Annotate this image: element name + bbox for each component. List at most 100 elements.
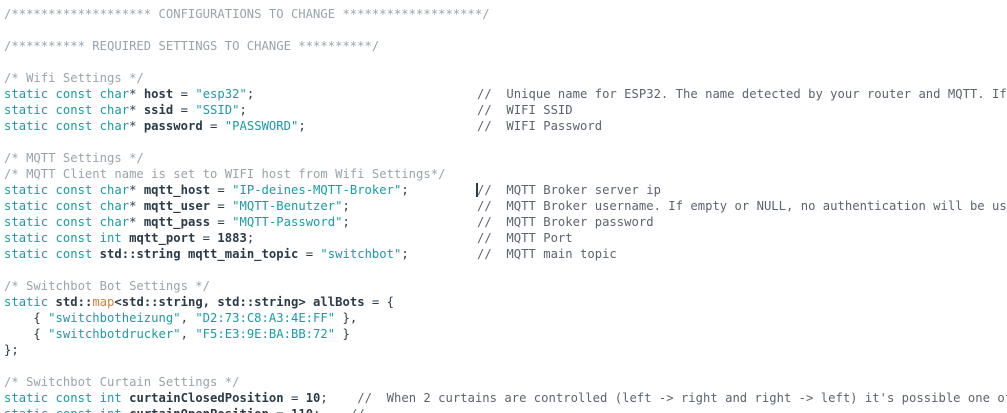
keyword-char: char xyxy=(99,103,130,117)
bot-mac: "D2:73:C8:A3:4E:FF" xyxy=(195,311,336,325)
number-value-mqtt-port: 1883 xyxy=(217,231,247,245)
code-line[interactable]: static const char* mqtt_pass = "MQTT-Pas… xyxy=(0,214,1007,230)
code-line-text: /* Switchbot Bot Settings */ xyxy=(4,279,211,293)
inline-comment: // Unique name for ESP32. The name detec… xyxy=(477,87,1007,101)
keyword-const: const xyxy=(55,231,93,245)
code-line[interactable]: /* Switchbot Curtain Settings */ xyxy=(0,374,1007,390)
code-line[interactable]: static const std::string mqtt_main_topic… xyxy=(0,246,1007,262)
keyword-static: static xyxy=(4,247,49,261)
number-value-curtain-closed: 10 xyxy=(305,391,321,405)
code-line-declaration: static const char* mqtt_user = "MQTT-Ben… xyxy=(4,199,350,213)
identifier-mqtt-main-topic: mqtt_main_topic xyxy=(187,247,299,261)
keyword-static: static xyxy=(4,87,49,101)
code-line-declaration: static const std::string mqtt_main_topic… xyxy=(4,247,409,261)
keyword-static: static xyxy=(4,215,49,229)
identifier-curtain-open-position: curtainOpenPosition xyxy=(129,407,269,413)
keyword-const: const xyxy=(55,87,93,101)
keyword-int: int xyxy=(99,231,122,245)
code-line-text: /* MQTT Client name is set to WIFI host … xyxy=(4,167,446,181)
code-line-declaration: static const char* mqtt_host = "IP-deine… xyxy=(4,183,409,197)
identifier-mqtt-pass: mqtt_pass xyxy=(143,215,211,229)
inline-comment: // When 2 curtains are controlled (left … xyxy=(357,391,1007,405)
code-line-declaration: static const char* mqtt_pass = "MQTT-Pas… xyxy=(4,215,350,229)
code-line[interactable]: /******************* CONFIGURATIONS TO C… xyxy=(0,6,1007,22)
keyword-const: const xyxy=(55,391,93,405)
keyword-const: const xyxy=(56,407,93,413)
bot-name: "switchbotheizung" xyxy=(48,311,181,325)
code-line-blank[interactable] xyxy=(0,54,1007,70)
code-line[interactable]: static const char* host = "esp32"; // Un… xyxy=(0,86,1007,102)
inline-comment: // MQTT Broker password xyxy=(477,215,654,229)
keyword-static: static xyxy=(4,183,49,197)
identifier-curtain-closed-position: curtainClosedPosition xyxy=(129,391,284,405)
code-line-blank[interactable] xyxy=(0,134,1007,150)
keyword-const: const xyxy=(55,183,93,197)
code-line-declaration: static const char* host = "esp32"; xyxy=(4,87,255,101)
string-value-mqtt-pass: "MQTT-Password" xyxy=(232,215,343,229)
keyword-char: char xyxy=(99,87,130,101)
code-line-text: /* MQTT Settings */ xyxy=(4,151,144,165)
code-line[interactable]: /* Switchbot Bot Settings */ xyxy=(0,278,1007,294)
string-value-host: "esp32" xyxy=(195,87,247,101)
keyword-static: static xyxy=(4,119,49,133)
keyword-static: static xyxy=(4,231,49,245)
code-line[interactable]: static const char* password = "PASSWORD"… xyxy=(0,118,1007,134)
inline-comment: // ... xyxy=(350,407,394,413)
keyword-static: static xyxy=(4,295,49,309)
identifier-host: host xyxy=(143,87,174,101)
code-line[interactable]: static const char* mqtt_user = "MQTT-Ben… xyxy=(0,198,1007,214)
identifier-password: password xyxy=(143,119,203,133)
inline-comment: // WIFI SSID xyxy=(477,103,573,117)
string-value-mqtt-host: "IP-deines-MQTT-Broker" xyxy=(232,183,402,197)
code-line[interactable]: /* MQTT Client name is set to WIFI host … xyxy=(0,166,1007,182)
code-text-area[interactable]: /******************* CONFIGURATIONS TO C… xyxy=(0,6,1007,413)
code-line-text: /* Wifi Settings */ xyxy=(4,71,144,85)
code-line[interactable]: static std::map<std::string, std::string… xyxy=(0,294,1007,310)
keyword-const: const xyxy=(55,247,93,261)
keyword-static: static xyxy=(4,391,49,405)
code-line-text: /********** REQUIRED SETTINGS TO CHANGE … xyxy=(4,39,380,53)
keyword-const: const xyxy=(55,103,93,117)
bot-mac: "F5:E3:9E:BA:BB:72" xyxy=(195,327,336,341)
identifier-mqtt-user: mqtt_user xyxy=(143,199,211,213)
code-line-text: }; xyxy=(4,343,19,357)
code-line-blank[interactable] xyxy=(0,358,1007,374)
code-line[interactable]: /* MQTT Settings */ xyxy=(0,150,1007,166)
keyword-const: const xyxy=(55,119,93,133)
string-value-ssid: "SSID" xyxy=(195,103,240,117)
code-line-declaration: static const int mqtt_port = 1883; xyxy=(4,231,255,245)
inline-comment: // MQTT Broker server ip xyxy=(477,183,661,197)
keyword-char: char xyxy=(99,199,130,213)
code-line-declaration: static const int curtainClosedPosition =… xyxy=(4,390,1007,406)
code-line[interactable]: { "switchbotheizung", "D2:73:C8:A3:4E:FF… xyxy=(0,310,1007,326)
type-std: std:: xyxy=(55,295,93,309)
identifier-mqtt-host: mqtt_host xyxy=(143,183,211,197)
map-entry: { "switchbotheizung", "D2:73:C8:A3:4E:FF… xyxy=(4,311,358,325)
identifier-allbots: allBots xyxy=(313,295,365,309)
code-line[interactable]: }; xyxy=(0,342,1007,358)
code-line-text: /* Switchbot Curtain Settings */ xyxy=(4,375,240,389)
string-value-mqtt-user: "MQTT-Benutzer" xyxy=(232,199,343,213)
code-line[interactable]: static const char* ssid = "SSID"; // WIF… xyxy=(0,102,1007,118)
code-line-blank[interactable] xyxy=(0,262,1007,278)
keyword-const: const xyxy=(55,199,93,213)
keyword-char: char xyxy=(99,119,130,133)
code-line[interactable]: static const int mqtt_port = 1883; // MQ… xyxy=(0,230,1007,246)
code-line[interactable]: /* Wifi Settings */ xyxy=(0,70,1007,86)
code-line-blank[interactable] xyxy=(0,22,1007,38)
code-line[interactable]: static const char* mqtt_host = "IP-deine… xyxy=(0,182,1007,198)
keyword-static: static xyxy=(4,103,49,117)
code-line-declaration: static std::map<std::string, std::string… xyxy=(4,295,394,309)
code-line[interactable]: static const int curtainClosedPosition =… xyxy=(0,390,1007,406)
map-entry: { "switchbotdrucker", "F5:E3:9E:BA:BB:72… xyxy=(4,327,350,341)
bot-name: "switchbotdrucker" xyxy=(48,327,181,341)
keyword-const: const xyxy=(55,215,93,229)
inline-comment: // MQTT main topic xyxy=(477,247,617,261)
type-std-string: std::string xyxy=(99,247,181,261)
code-line-clipped[interactable]: static const int curtainOpenPosition = 1… xyxy=(0,406,1007,413)
code-line[interactable]: { "switchbotdrucker", "F5:E3:9E:BA:BB:72… xyxy=(0,326,1007,342)
string-value-mqtt-main-topic: "switchbot" xyxy=(320,247,402,261)
code-line[interactable]: /********** REQUIRED SETTINGS TO CHANGE … xyxy=(0,38,1007,54)
identifier-mqtt-port: mqtt_port xyxy=(129,231,196,245)
